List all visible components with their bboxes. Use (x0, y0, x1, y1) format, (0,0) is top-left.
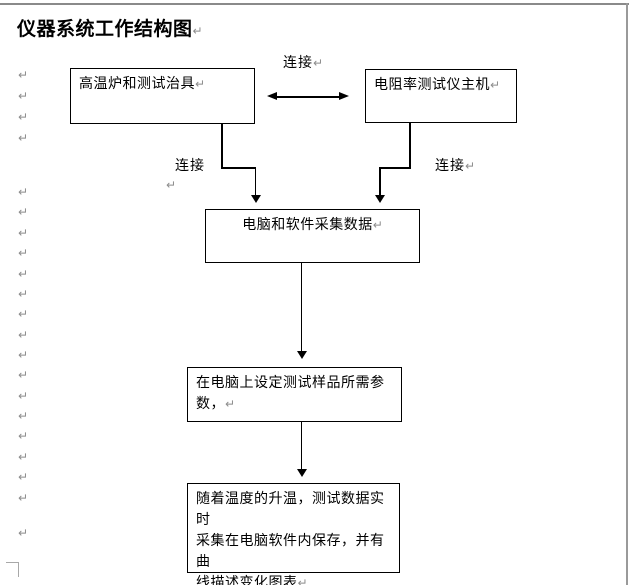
paragraph-mark-icon: ↵ (18, 110, 29, 124)
paragraph-mark-icon: ↵ (18, 267, 29, 281)
paragraph-mark-icon: ↵ (465, 159, 476, 173)
connect-label-right-text: 连接 (435, 157, 465, 173)
paragraph-mark-icon: ↵ (313, 56, 324, 70)
flowchart-box-params[interactable]: 在电脑上设定测试样品所需参 数，↵ (187, 367, 402, 422)
box-params-label: 在电脑上设定测试样品所需参 数， (196, 374, 385, 411)
page-top-edge (0, 3, 629, 5)
paragraph-mark-icon: ↵ (372, 218, 383, 232)
paragraph-mark-icon: ↵ (18, 131, 29, 145)
flowchart-box-computer[interactable]: 电脑和软件采集数据↵ (205, 209, 420, 263)
paragraph-mark-icon: ↵ (18, 470, 29, 484)
paragraph-mark-icon: ↵ (18, 307, 29, 321)
connector-left-vline1 (221, 123, 223, 168)
flowchart-box-result[interactable]: 随着温度的升温，测试数据实时 采集在电脑软件内保存，并有曲 线描述变化图表↵ (187, 483, 400, 585)
double-arrow-line (276, 96, 340, 98)
paragraph-mark-icon: ↵ (490, 78, 501, 92)
double-arrow-left-head-icon (267, 92, 277, 100)
connector-right-vline1 (409, 122, 411, 168)
flowchart-box-furnace[interactable]: 高温炉和测试治具↵ (70, 68, 255, 124)
arrow-computer-params-head-icon (296, 351, 307, 359)
paragraph-mark-icon: ↵ (166, 178, 177, 192)
connector-right-vline2 (379, 167, 381, 196)
paragraph-mark-icon: ↵ (18, 450, 29, 464)
connect-label-top-text: 连接 (283, 54, 313, 70)
paragraph-mark-icon: ↵ (18, 389, 29, 403)
double-arrow-right-head-icon (339, 92, 349, 100)
arrow-params-result-head-icon (296, 469, 307, 477)
connector-left-arrow-icon (250, 195, 261, 203)
paragraph-mark-icon: ↵ (18, 89, 29, 103)
page-title: 仪器系统工作结构图↵ (17, 14, 203, 41)
margin-corner-mark (18, 562, 19, 577)
margin-corner-mark (6, 562, 19, 563)
paragraph-mark-icon: ↵ (225, 397, 236, 411)
flowchart-box-tester[interactable]: 电阻率测试仪主机↵ (365, 69, 517, 123)
connect-label-right[interactable]: 连接↵ (435, 155, 475, 175)
paragraph-mark-icon: ↵ (18, 348, 29, 362)
paragraph-mark-icon: ↵ (297, 576, 308, 585)
paragraph-mark-icon: ↵ (18, 429, 29, 443)
page-right-edge (626, 3, 628, 585)
connect-label-left-text: 连接 (175, 157, 205, 173)
paragraph-mark-icon: ↵ (18, 68, 29, 82)
connector-right-hline (379, 167, 411, 169)
paragraph-mark-icon: ↵ (18, 185, 29, 199)
connector-left-hline (221, 167, 256, 169)
box-tester-label: 电阻率测试仪主机 (374, 76, 490, 92)
box-result-label: 随着温度的升温，测试数据实时 采集在电脑软件内保存，并有曲 线描述变化图表 (196, 490, 385, 585)
paragraph-mark-icon: ↵ (18, 526, 29, 540)
paragraph-mark-icon: ↵ (18, 368, 29, 382)
paragraph-mark-icon: ↵ (18, 409, 29, 423)
paragraph-mark-icon: ↵ (18, 205, 29, 219)
paragraph-mark-icon: ↵ (18, 287, 29, 301)
page-title-text: 仪器系统工作结构图 (17, 19, 193, 40)
paragraph-mark-icon: ↵ (195, 77, 206, 91)
arrow-params-result-line (300, 422, 302, 470)
paragraph-mark-icon: ↵ (18, 246, 29, 260)
box-furnace-label: 高温炉和测试治具 (79, 75, 195, 91)
paragraph-mark-icon: ↵ (18, 491, 29, 505)
paragraph-mark-icon: ↵ (192, 24, 203, 38)
paragraph-mark-icon: ↵ (18, 226, 29, 240)
connector-left-vline2 (254, 167, 256, 196)
connect-label-top[interactable]: 连接↵ (283, 52, 323, 72)
connector-right-arrow-icon (375, 195, 385, 203)
box-computer-label: 电脑和软件采集数据 (242, 216, 373, 232)
connect-label-left[interactable]: 连接 (175, 155, 205, 175)
arrow-computer-params-line (300, 263, 302, 352)
paragraph-mark-icon: ↵ (18, 328, 29, 342)
